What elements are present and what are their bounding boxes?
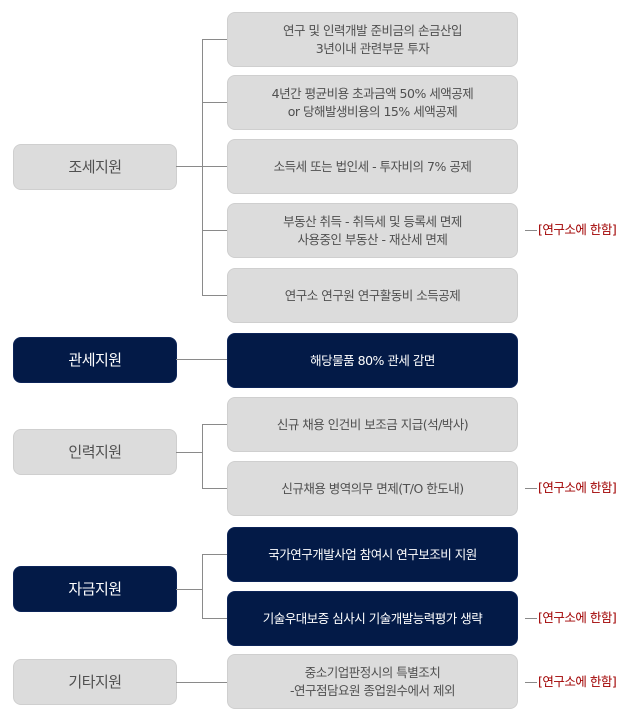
note-label: [연구소에 한함]: [538, 674, 617, 689]
item-box: 연구 및 인력개발 준비금의 손금산입 3년이내 관련부문 투자: [227, 12, 518, 67]
connector: [202, 618, 227, 619]
connector: [202, 39, 203, 296]
note-label: [연구소에 한함]: [538, 610, 617, 625]
category-funding-support: 자금지원: [13, 566, 177, 612]
connector: [202, 230, 227, 231]
item-box: 부동산 취득 - 취득세 및 등록세 면제 사용중인 부동산 - 재산세 면제: [227, 203, 518, 258]
note-connector: [525, 230, 537, 231]
item-box: 4년간 평균비용 초과금액 50% 세액공제 or 당해발생비용의 15% 세액…: [227, 75, 518, 130]
note-connector: [525, 488, 537, 489]
connector: [176, 452, 203, 453]
item-box: 국가연구개발사업 참여시 연구보조비 지원: [227, 527, 518, 582]
item-box: 신규 채용 인건비 보조금 지급(석/박사): [227, 397, 518, 452]
connector: [202, 424, 227, 425]
item-box: 소득세 또는 법인세 - 투자비의 7% 공제: [227, 139, 518, 194]
connector: [176, 359, 227, 360]
connector: [202, 102, 227, 103]
connector: [176, 682, 227, 683]
item-box: 중소기업판정시의 특별조치 -연구점담요원 종업원수에서 제외: [227, 654, 518, 709]
note-label: [연구소에 한함]: [538, 480, 617, 495]
item-box: 기술우대보증 심사시 기술개발능력평가 생략: [227, 591, 518, 646]
category-tax-support: 조세지원: [13, 144, 177, 190]
connector: [202, 295, 227, 296]
item-box: 신규채용 병역의무 면제(T/O 한도내): [227, 461, 518, 516]
connector: [176, 589, 203, 590]
category-other-support: 기타지원: [13, 659, 177, 705]
note-connector: [525, 682, 537, 683]
connector: [202, 424, 203, 489]
connector: [176, 166, 203, 167]
connector: [202, 488, 227, 489]
category-customs-support: 관세지원: [13, 337, 177, 383]
connector: [202, 554, 227, 555]
connector: [202, 39, 227, 40]
connector: [202, 554, 203, 619]
connector: [202, 166, 227, 167]
category-personnel-support: 인력지원: [13, 429, 177, 475]
item-box: 해당물품 80% 관세 감면: [227, 333, 518, 388]
item-box: 연구소 연구원 연구활동비 소득공제: [227, 268, 518, 323]
note-connector: [525, 618, 537, 619]
note-label: [연구소에 한함]: [538, 222, 617, 237]
